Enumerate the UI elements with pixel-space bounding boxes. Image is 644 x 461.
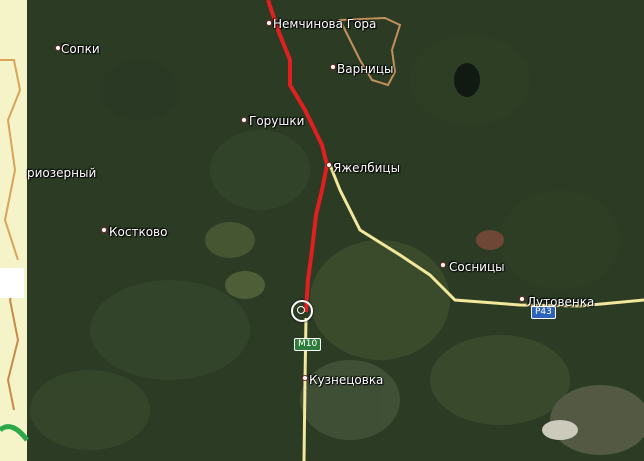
place-label-gorushki[interactable]: Горушки <box>249 114 305 128</box>
terrain <box>30 35 644 455</box>
panel-green-line <box>0 424 29 442</box>
place-label-varnitsy[interactable]: Варницы <box>337 62 394 76</box>
left-map-panel <box>0 0 27 461</box>
panel-road <box>0 59 22 261</box>
road-p43 <box>328 164 644 308</box>
route-line <box>266 0 329 313</box>
panel-white-box <box>0 268 24 298</box>
place-label-sopki[interactable]: Сопки <box>61 42 100 56</box>
place-label-nemchinova[interactable]: Немчинова Гора <box>273 17 377 31</box>
place-label-lutovenka[interactable]: Лутовенка <box>527 295 595 309</box>
boundary-line <box>338 16 402 87</box>
place-label-priozerny[interactable]: риозерный <box>27 166 97 180</box>
place-label-kuznetsovka[interactable]: Кузнецовка <box>309 373 384 387</box>
place-label-yazhelbitsy[interactable]: Яжелбицы <box>333 161 401 175</box>
place-dots <box>55 20 525 381</box>
road-shield-r43: Р43 <box>531 306 556 319</box>
lake <box>454 63 480 97</box>
place-label-kostkovo[interactable]: Костково <box>109 225 168 239</box>
road-shield-m10: M10 <box>294 338 322 351</box>
place-label-sosnitsy[interactable]: Сосницы <box>449 260 505 274</box>
location-marker-icon[interactable] <box>291 300 313 322</box>
